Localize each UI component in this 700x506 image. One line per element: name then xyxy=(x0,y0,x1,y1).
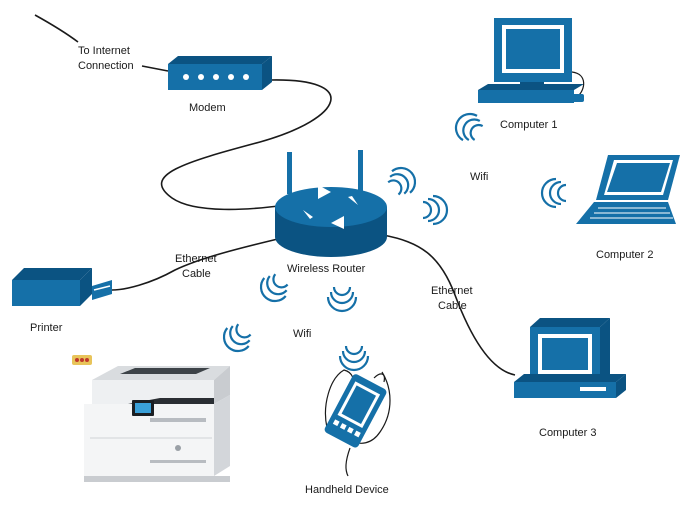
wifi-wave-icon xyxy=(326,285,358,313)
handheld-device-icon xyxy=(324,369,391,477)
computer3-label: Computer 3 xyxy=(539,427,596,439)
wifi-wave-icon xyxy=(254,269,294,308)
modem-label: Modem xyxy=(189,102,226,114)
wifi-wave-icon xyxy=(421,194,449,226)
internet-label-line2: Connection xyxy=(78,60,134,72)
desktop-computer-icon-3 xyxy=(514,318,626,398)
wifi-wave-icon xyxy=(383,161,422,201)
internet-to-modem-cable xyxy=(141,65,169,72)
ethernet-left-label-line1: Ethernet xyxy=(175,253,217,265)
router-to-printer-cable xyxy=(111,237,283,291)
internet-label-line1: To Internet xyxy=(78,45,130,57)
computer1-label: Computer 1 xyxy=(500,119,557,131)
wifi-label-bottom: Wifi xyxy=(293,328,311,340)
wifi-label-right: Wifi xyxy=(470,171,488,183)
cables xyxy=(34,14,516,376)
wifi-waves xyxy=(217,107,568,372)
wifi-wave-icon xyxy=(540,177,568,209)
ethernet-left-label-line2: Cable xyxy=(182,268,211,280)
handheld-label: Handheld Device xyxy=(305,484,389,496)
ethernet-right-label-line1: Ethernet xyxy=(431,285,473,297)
wifi-wave-icon xyxy=(338,344,370,372)
modem-icon xyxy=(168,56,272,90)
laser-printer-photo xyxy=(72,355,230,482)
desktop-computer-icon-1 xyxy=(478,18,585,103)
printer-label: Printer xyxy=(30,322,63,334)
wifi-wave-icon xyxy=(217,319,257,358)
router-icon xyxy=(275,150,387,257)
wifi-wave-icon xyxy=(449,107,487,147)
labels: To Internet Connection Modem Computer 1 … xyxy=(30,45,653,496)
laptop-icon xyxy=(576,155,680,224)
modem-to-router-cable xyxy=(160,79,332,211)
internet-cable xyxy=(34,14,79,43)
ethernet-right-label-line2: Cable xyxy=(438,300,467,312)
computer2-label: Computer 2 xyxy=(596,249,653,261)
router-to-computer3-cable xyxy=(382,234,516,376)
router-label: Wireless Router xyxy=(287,263,366,275)
printer-icon xyxy=(12,268,112,306)
